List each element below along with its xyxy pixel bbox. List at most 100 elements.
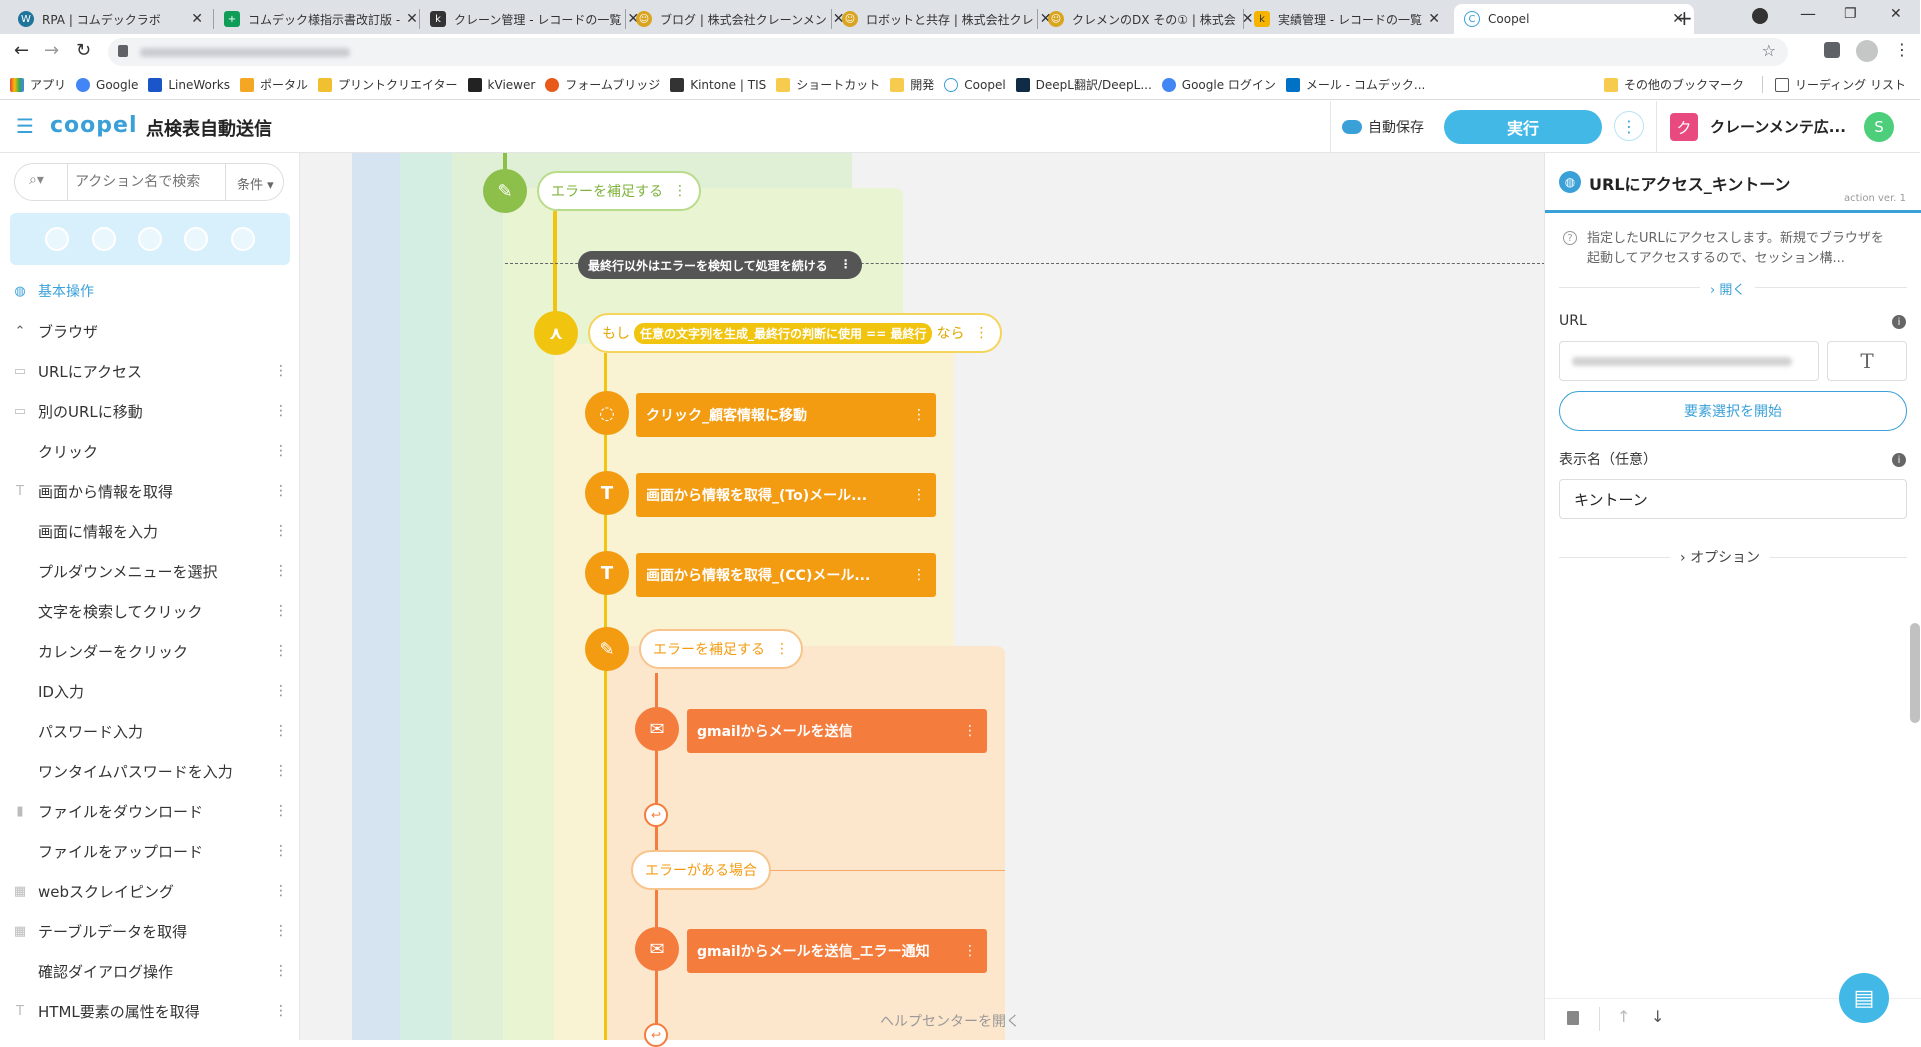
close-icon[interactable]: ✕: [1672, 11, 1684, 27]
filter-dropdown[interactable]: 条件 ▾: [237, 178, 274, 193]
workspace-avatar[interactable]: ク: [1670, 113, 1698, 141]
category-basic-operations[interactable]: ◍ 基本操作: [0, 271, 300, 311]
bookmark[interactable]: Kintone | TIS: [670, 77, 766, 92]
more-icon[interactable]: ⋮: [274, 923, 288, 939]
scrollbar[interactable]: [1910, 623, 1920, 723]
text-mode-toggle[interactable]: T: [1827, 341, 1907, 381]
browser-tab[interactable]: + コムデック様指示書改訂版 - ✕: [214, 9, 420, 29]
comment-banner[interactable]: 最終行以外はエラーを検知して処理を続ける ⋮: [578, 251, 862, 279]
action-item[interactable]: パスワード入力⋮: [0, 711, 300, 751]
condition-chip[interactable]: 任意の文字列を生成_最終行の判断に使用 == 最終行: [634, 322, 933, 344]
bookmark[interactable]: フォームブリッジ: [545, 76, 660, 93]
branch-icon[interactable]: ⋏: [534, 311, 578, 355]
bookmark[interactable]: ポータル: [240, 76, 308, 93]
action-item[interactable]: 文字を検索してクリック⋮: [0, 591, 300, 631]
expand-description[interactable]: › 開く: [1700, 279, 1756, 298]
action-item[interactable]: ▭別のURLに移動⋮: [0, 391, 300, 431]
info-icon[interactable]: i: [1892, 453, 1906, 467]
more-icon[interactable]: ⋮: [274, 803, 288, 819]
move-up-icon[interactable]: ↑: [1617, 1007, 1631, 1026]
bookmark-folder[interactable]: 開発: [890, 76, 934, 93]
action-get-to[interactable]: 画面から情報を取得_(To)メール...⋮: [636, 473, 936, 517]
bookmark[interactable]: Coopel: [944, 77, 1006, 92]
browser-tab[interactable]: k 実績管理 - レコードの一覧✕: [1244, 4, 1450, 34]
action-get-cc[interactable]: 画面から情報を取得_(CC)メール...⋮: [636, 553, 936, 597]
more-icon[interactable]: ⋮: [912, 487, 926, 503]
more-icon[interactable]: ⋮: [274, 603, 288, 619]
action-item[interactable]: プルダウンメニューを選択⋮: [0, 551, 300, 591]
browser-tab[interactable]: k クレーン管理 - レコードの一覧✕: [420, 9, 639, 29]
info-icon[interactable]: i: [1892, 315, 1906, 329]
more-icon[interactable]: ⋮: [274, 963, 288, 979]
more-icon[interactable]: ⋮: [974, 325, 989, 341]
more-icon[interactable]: ⋮: [274, 363, 288, 379]
help-center-link[interactable]: ヘルプセンターを開く: [880, 1014, 1020, 1030]
action-item[interactable]: ▦テーブルデータを取得⋮: [0, 911, 300, 951]
mail-icon[interactable]: ✉: [635, 707, 679, 751]
url-input[interactable]: [1559, 341, 1819, 381]
document-icon[interactable]: [137, 227, 162, 251]
search-icon[interactable]: ⌕▾: [29, 172, 44, 188]
minimize-icon[interactable]: —: [1800, 4, 1816, 23]
more-icon[interactable]: ⋮: [963, 723, 977, 739]
action-item[interactable]: ▦webスクレイピング⋮: [0, 871, 300, 911]
mail-icon[interactable]: ✉: [635, 927, 679, 971]
action-item[interactable]: ▭URLにアクセス⋮: [0, 351, 300, 391]
bookmark[interactable]: DeepL翻訳/DeepL...: [1015, 76, 1152, 93]
bookmark-folder[interactable]: その他のブックマーク: [1604, 76, 1744, 93]
action-item[interactable]: ▮ファイルをダウンロード⋮: [0, 791, 300, 831]
user-avatar[interactable]: S: [1864, 112, 1894, 142]
star-icon[interactable]: ☆: [1761, 41, 1776, 60]
browser-tab[interactable]: ☺ ブログ | 株式会社クレーンメン✕: [626, 9, 844, 29]
start-element-select-button[interactable]: 要素選択を開始: [1559, 391, 1907, 431]
action-gmail-send[interactable]: gmailからメールを送信⋮: [687, 709, 987, 753]
chat-support-icon[interactable]: ▤: [1839, 973, 1889, 1023]
back-icon[interactable]: ←: [14, 40, 30, 61]
more-icon[interactable]: ⋮: [274, 683, 288, 699]
workspace-name[interactable]: クレーンメンテ広...: [1710, 118, 1846, 136]
run-button[interactable]: 実行: [1444, 110, 1602, 144]
catch-error-block[interactable]: エラーを補足する⋮: [537, 171, 701, 211]
bookmark[interactable]: Google: [76, 77, 138, 92]
autosave-indicator[interactable]: 自動保存: [1342, 117, 1424, 137]
more-icon[interactable]: ⋮: [274, 1003, 288, 1019]
more-icon[interactable]: ⋮: [274, 523, 288, 539]
action-click-customer[interactable]: クリック_顧客情報に移動⋮: [636, 393, 936, 437]
reading-list[interactable]: リーディング リスト: [1762, 76, 1906, 93]
more-icon[interactable]: ⋮: [274, 763, 288, 779]
browser-tab-active[interactable]: C Coopel✕: [1454, 4, 1694, 34]
tab-search-icon[interactable]: [1752, 8, 1768, 24]
display-name-input[interactable]: キントーン: [1559, 479, 1907, 519]
more-icon[interactable]: ⋮: [673, 183, 687, 199]
text-icon[interactable]: T: [585, 551, 629, 595]
close-icon[interactable]: ✕: [832, 11, 845, 27]
globe-icon[interactable]: [45, 227, 70, 251]
extensions-icon[interactable]: [1824, 42, 1840, 58]
close-window-icon[interactable]: ✕: [1890, 6, 1902, 22]
more-icon[interactable]: ⋮: [912, 407, 926, 423]
browser-tab[interactable]: W RPA | コムデックラボ✕: [8, 9, 214, 29]
catch-error-icon[interactable]: ✎: [483, 169, 527, 213]
bookmark[interactable]: LineWorks: [148, 77, 230, 92]
cloud-icon[interactable]: [184, 227, 209, 251]
group-browser[interactable]: ⌃ ブラウザ: [0, 311, 300, 351]
action-item[interactable]: ID入力⋮: [0, 671, 300, 711]
more-icon[interactable]: ⋮: [274, 723, 288, 739]
more-icon[interactable]: ⋮: [775, 641, 789, 657]
forward-icon[interactable]: →: [44, 40, 60, 61]
more-icon[interactable]: ⋮: [274, 443, 288, 459]
bookmark[interactable]: kViewer: [467, 77, 535, 92]
more-icon[interactable]: ⋮: [839, 257, 852, 271]
browser-tab[interactable]: ☺ ロボットと共存 | 株式会社クレ✕: [832, 9, 1051, 29]
if-condition-block[interactable]: もし 任意の文字列を生成_最終行の判断に使用 == 最終行 なら ⋮: [588, 313, 1003, 353]
close-icon[interactable]: ✕: [1039, 11, 1052, 27]
more-icon[interactable]: ⋮: [274, 563, 288, 579]
action-item[interactable]: 画面に情報を入力⋮: [0, 511, 300, 551]
catch-error-icon[interactable]: ✎: [585, 627, 629, 671]
action-item[interactable]: 確認ダイアログ操作⋮: [0, 951, 300, 991]
on-error-block[interactable]: エラーがある場合: [631, 850, 771, 890]
more-icon[interactable]: ⋮: [963, 943, 977, 959]
profile-icon[interactable]: [1856, 40, 1878, 62]
close-icon[interactable]: ✕: [1241, 11, 1254, 27]
